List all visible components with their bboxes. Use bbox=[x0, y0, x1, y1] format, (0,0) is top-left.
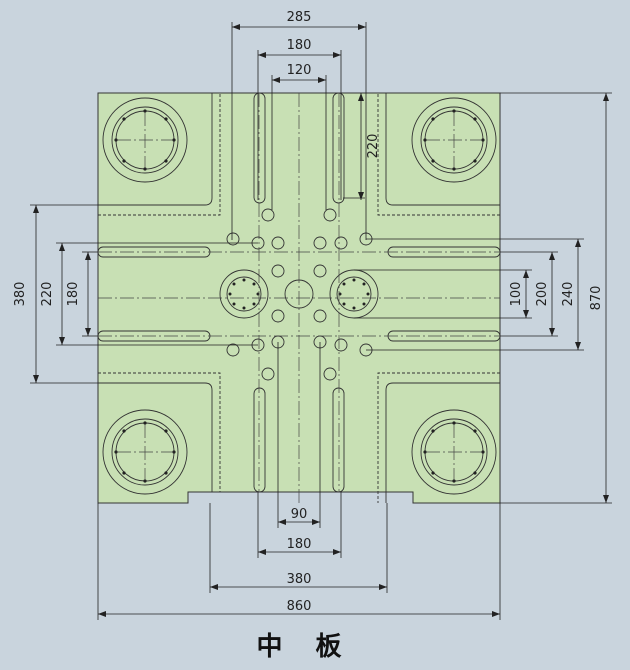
center-lines bbox=[98, 93, 500, 503]
dim-right-200: 200 bbox=[535, 282, 550, 307]
dim-left-180: 180 bbox=[66, 282, 81, 307]
vertical-slots bbox=[253, 92, 345, 493]
dim-bottom-860: 860 bbox=[287, 599, 312, 614]
dim-bottom-180: 180 bbox=[287, 537, 312, 552]
dim-right-220: 220 bbox=[366, 134, 381, 159]
dim-bottom-90: 90 bbox=[291, 507, 308, 522]
corner-zones bbox=[98, 93, 500, 503]
dim-left-380: 380 bbox=[13, 282, 28, 307]
drawing-title: 中 板 bbox=[256, 632, 353, 662]
ring-bolt-dots bbox=[228, 278, 370, 310]
dim-top-180: 180 bbox=[287, 38, 312, 53]
dim-left-220: 220 bbox=[40, 282, 55, 307]
dim-top-285: 285 bbox=[287, 10, 312, 25]
dimension-labels: 285 180 120 220 380 220 180 100 200 240 … bbox=[13, 10, 604, 614]
dim-right-240: 240 bbox=[561, 282, 576, 307]
dim-top-120: 120 bbox=[287, 63, 312, 78]
dim-right-870: 870 bbox=[589, 286, 604, 311]
dim-right-100: 100 bbox=[509, 282, 524, 307]
dim-bottom-380: 380 bbox=[287, 572, 312, 587]
tie-bar-bolt-dots bbox=[114, 109, 485, 483]
dimension-lines bbox=[30, 22, 612, 620]
